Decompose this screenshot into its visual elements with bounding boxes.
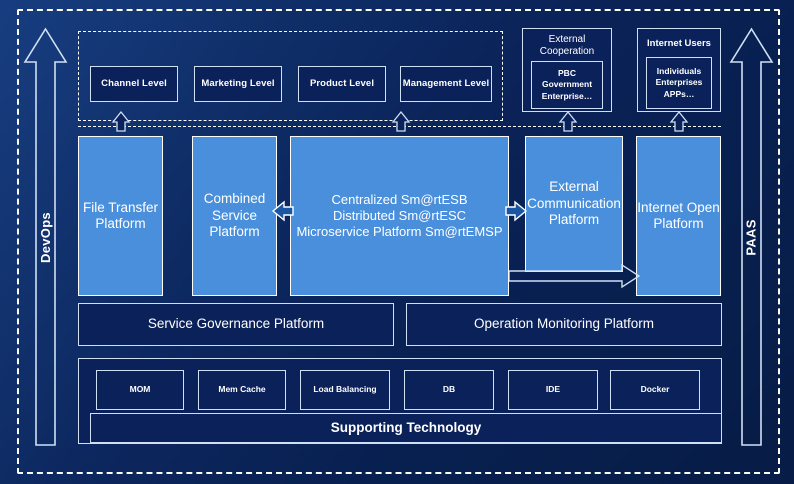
tech-chip-ide[interactable]: IDE [508, 370, 598, 410]
tech-chip-label: Docker [640, 384, 670, 395]
platform-line-3: Microservice Platform Sm@rtEMSP [296, 223, 503, 239]
level-box-channel[interactable]: Channel Level [90, 66, 178, 102]
platform-box-internet-open[interactable]: Internet Open Platform [636, 136, 721, 296]
tech-chip-label: IDE [545, 384, 561, 395]
consumer-levels-group [78, 31, 503, 121]
tech-chip-label: DB [442, 384, 456, 395]
level-label: Marketing Level [201, 78, 275, 90]
platform-box-combined-service[interactable]: Combined Service Platform [192, 136, 277, 296]
tech-chip-db[interactable]: DB [404, 370, 494, 410]
level-label: Product Level [309, 78, 375, 90]
level-box-management[interactable]: Management Level [400, 66, 492, 102]
paas-arrow: PAAS [729, 26, 774, 448]
internet-users-header: Internet Users [647, 38, 711, 50]
tech-chip-mom[interactable]: MOM [96, 370, 184, 410]
external-cooperation-header: External Cooperation [539, 33, 595, 58]
level-box-marketing[interactable]: Marketing Level [194, 66, 282, 102]
supporting-technology-label: Supporting Technology [330, 419, 482, 435]
tech-chip-label: MOM [129, 384, 151, 395]
platform-label: Internet Open Platform [637, 199, 720, 231]
external-cooperation-box[interactable]: External Cooperation PBC Government Ente… [522, 28, 612, 112]
tech-chip-mem-cache[interactable]: Mem Cache [198, 370, 286, 410]
platform-line-2: Distributed Sm@rtESC [332, 208, 467, 224]
governance-box-service-governance[interactable]: Service Governance Platform [78, 303, 394, 346]
tech-chip-label: Load Balancing [313, 384, 377, 395]
platform-label: File Transfer Platform [82, 199, 159, 231]
platform-label: External Communication Platform [527, 179, 621, 228]
tech-chip-label: Mem Cache [218, 384, 266, 395]
platform-boundary-dashed-line [78, 126, 721, 127]
outer-dashed-frame [17, 9, 780, 474]
level-label: Channel Level [101, 78, 167, 90]
tech-chip-docker[interactable]: Docker [610, 370, 700, 410]
platform-label: Combined Service Platform [203, 191, 266, 240]
internet-users-box[interactable]: Internet Users Individuals Enterprises A… [637, 28, 721, 112]
platform-line-1: Centralized Sm@rtESB [331, 192, 468, 208]
level-label: Management Level [402, 78, 490, 90]
platform-box-centralized-esb[interactable]: Centralized Sm@rtESB Distributed Sm@rtES… [290, 136, 509, 296]
devops-arrow: DevOps [23, 26, 68, 448]
tech-chip-load-balancing[interactable]: Load Balancing [300, 370, 390, 410]
platform-box-file-transfer[interactable]: File Transfer Platform [78, 136, 163, 296]
governance-box-operation-monitoring[interactable]: Operation Monitoring Platform [406, 303, 722, 346]
internet-users-body: Individuals Enterprises APPs… [655, 66, 703, 99]
platform-box-external-communication[interactable]: External Communication Platform [525, 136, 623, 272]
supporting-technology-banner[interactable]: Supporting Technology [90, 413, 722, 443]
external-cooperation-inner: PBC Government Enterprise… [531, 61, 603, 109]
governance-label: Service Governance Platform [147, 316, 325, 332]
governance-label: Operation Monitoring Platform [473, 316, 655, 332]
external-cooperation-body: PBC Government Enterprise… [541, 68, 593, 101]
internet-users-inner: Individuals Enterprises APPs… [646, 57, 712, 109]
level-box-product[interactable]: Product Level [298, 66, 386, 102]
